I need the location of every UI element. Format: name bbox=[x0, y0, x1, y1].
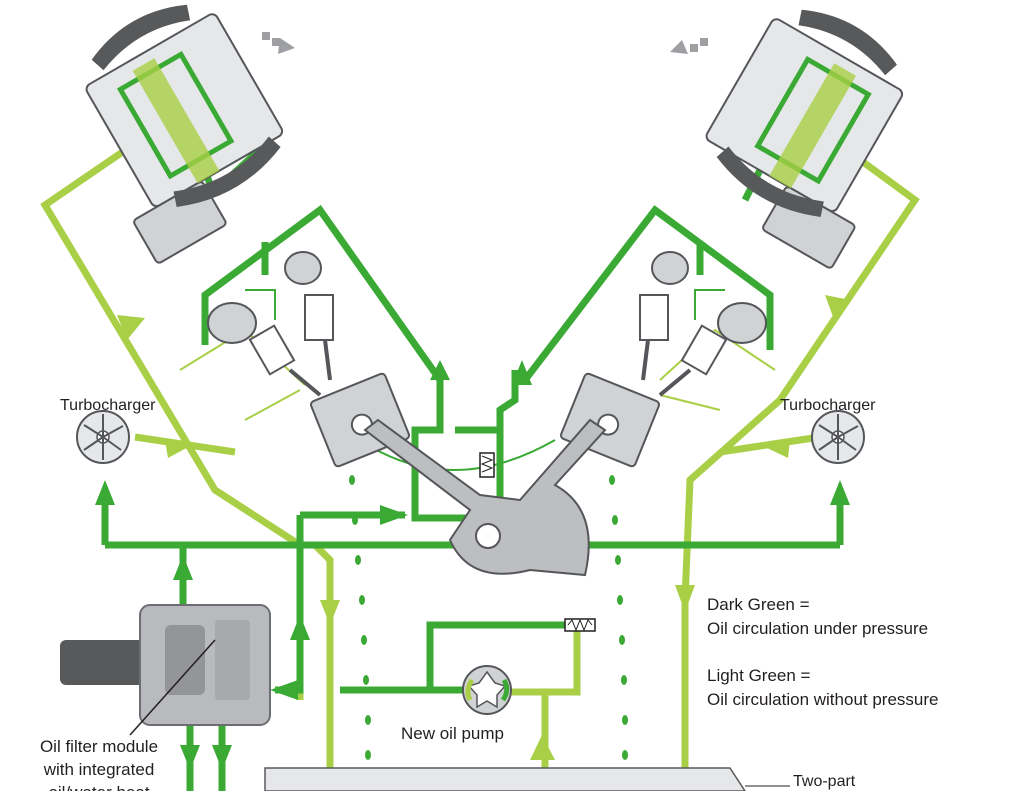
dark-green-lines bbox=[101, 137, 844, 791]
oil-sump bbox=[264, 767, 790, 791]
oil-filter-label-line1: Oil filter module bbox=[39, 737, 159, 756]
turbine-icon bbox=[76, 410, 130, 464]
camshaft-adjuster-icon bbox=[85, 4, 284, 264]
oil-filter-module-icon bbox=[60, 604, 271, 736]
pressure-relief-valve-icon bbox=[479, 452, 495, 478]
turbocharger-right-label: Turbocharger bbox=[780, 397, 876, 414]
sump-label: Two-part bbox=[793, 773, 856, 790]
camshaft-adjuster-icon bbox=[705, 9, 904, 269]
legend-light-title: Light Green = bbox=[707, 666, 811, 685]
pressure-relief-valve-icon bbox=[564, 618, 596, 632]
dark-green-arrows bbox=[95, 360, 850, 770]
legend-light-desc: Oil circulation without pressure bbox=[707, 690, 939, 709]
legend-dark-title: Dark Green = bbox=[707, 595, 810, 614]
oil-filter-label-line3: oil/water heat bbox=[28, 783, 170, 791]
legend-dark-desc: Oil circulation under pressure bbox=[707, 619, 929, 638]
crankshaft-icon bbox=[363, 418, 607, 577]
valve-spring-icon bbox=[639, 251, 767, 397]
oil-drips bbox=[349, 475, 628, 760]
turbocharger-left-label: Turbocharger bbox=[60, 397, 156, 414]
gear-pump-icon bbox=[462, 665, 512, 715]
oil-pump-label: New oil pump bbox=[401, 724, 504, 743]
turbine-icon bbox=[811, 410, 865, 464]
rotation-arrow-icon bbox=[262, 32, 708, 54]
valve-spring-icon bbox=[207, 251, 334, 397]
oil-filter-label-line2: with integrated bbox=[43, 760, 155, 779]
